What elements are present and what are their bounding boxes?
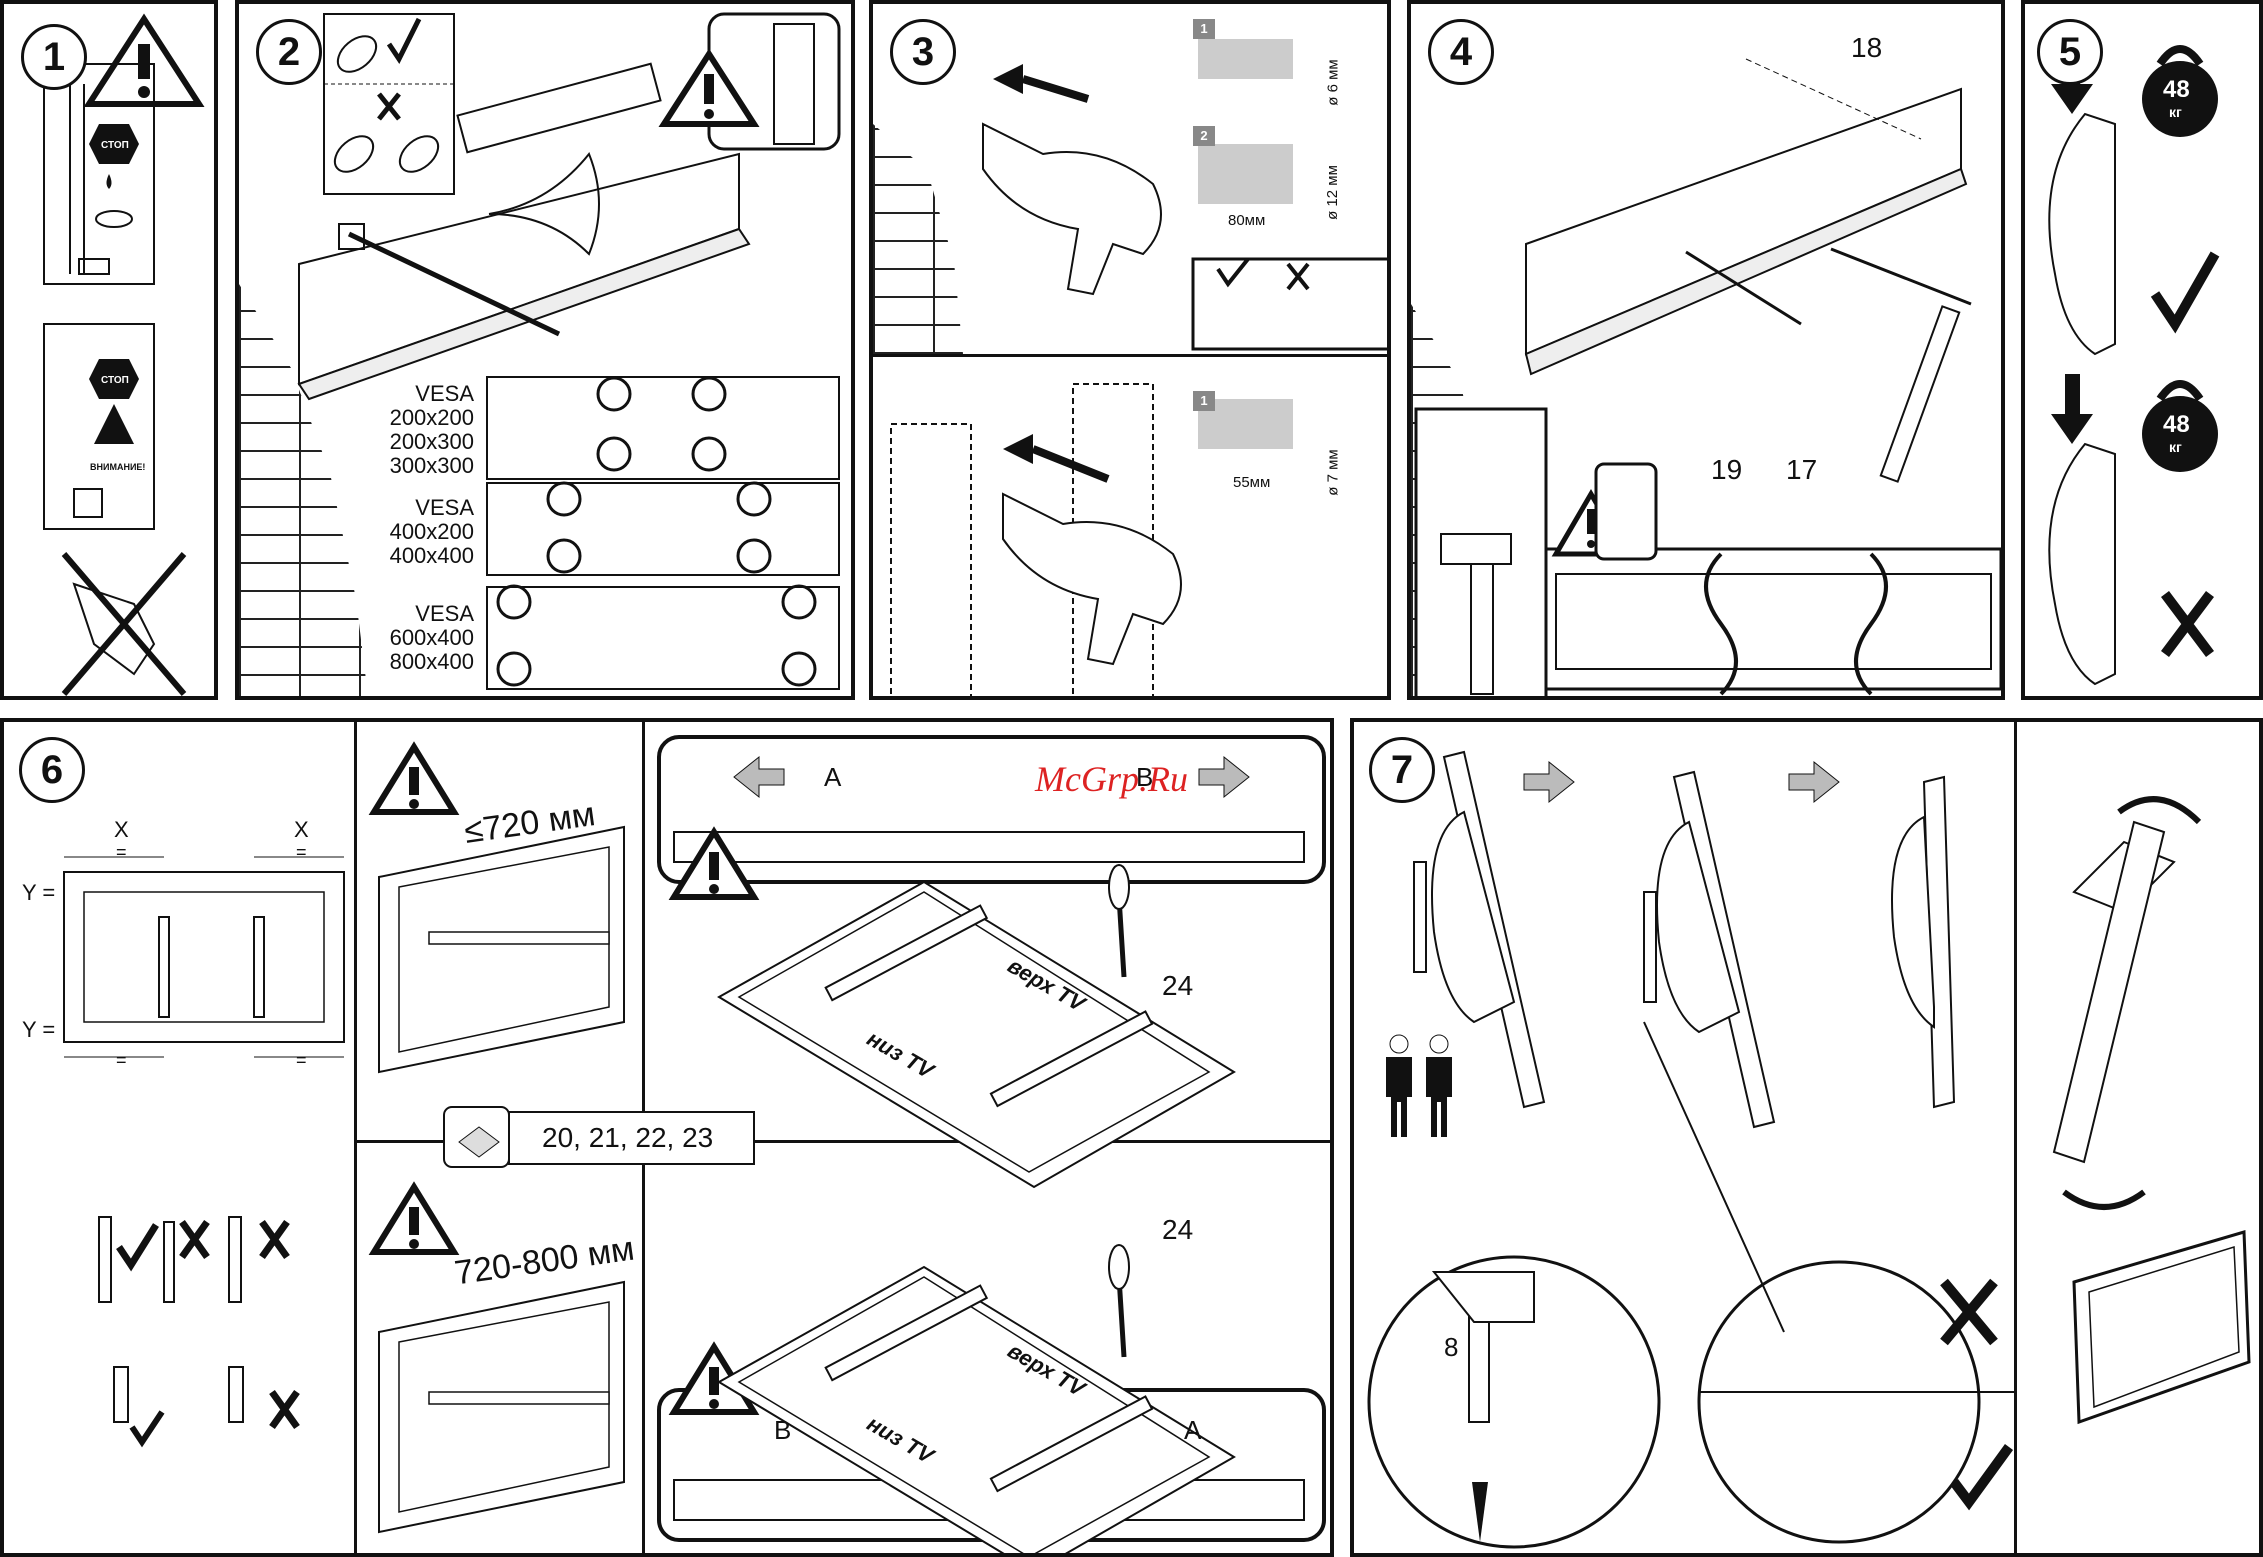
cross-icon — [182, 1222, 207, 1257]
check-icon — [119, 1225, 156, 1265]
vesa-title: VESA — [384, 602, 474, 626]
arrow-right-icon — [1524, 762, 1574, 802]
vesa-size: 300x300 — [384, 454, 474, 478]
arrow-down-icon — [2051, 374, 2093, 444]
drill-depth-1 — [1198, 39, 1293, 79]
vesa-size: 400x400 — [384, 544, 474, 568]
bracket-label-b-bottom: B — [774, 1415, 791, 1446]
weight-unit-bottom: кг — [2169, 439, 2182, 455]
bracket-label-a-top: A — [824, 762, 841, 793]
vesa-size: 600x400 — [384, 626, 474, 650]
part-number-24-bottom: 24 — [1162, 1214, 1193, 1246]
weight-value-top: 48 — [2163, 76, 2190, 104]
watermark: McGrp.Ru — [1035, 758, 1188, 800]
step-3-illustration — [873, 4, 1391, 700]
step-3-panel: 3 1 2 1 ø 6 мм ø 12 мм 80мм ø 7 мм 55мм — [869, 0, 1391, 700]
parts-list-label: 20, 21, 22, 23 — [542, 1122, 713, 1154]
warning-text: ВНИМАНИЕ! — [90, 462, 145, 472]
step-number: 7 — [1369, 737, 1435, 803]
step-7-illustration — [1354, 722, 2263, 1557]
vesa-size: 200x300 — [384, 430, 474, 454]
step-6-panel: 6 — [0, 718, 1334, 1557]
vesa-size: 800x400 — [384, 650, 474, 674]
cross-icon — [262, 1222, 287, 1257]
weight-unit-top: кг — [2169, 104, 2182, 120]
depth-label-2: 55мм — [1233, 474, 1270, 491]
vesa-group-2: VESA 400x200 400x400 — [384, 496, 474, 568]
cross-icon — [1944, 1282, 1994, 1342]
drill-step-badge-1: 1 — [1193, 19, 1215, 39]
vesa-title: VESA — [384, 382, 474, 406]
vesa-group-3: VESA 600x400 800x400 — [384, 602, 474, 674]
diameter-label-2: ø 12 мм — [1324, 165, 1341, 220]
part-number-17: 17 — [1786, 454, 1817, 486]
bracket-label-a-bottom: A — [1184, 1415, 1201, 1446]
equal-mark: = — [116, 842, 127, 863]
weight-value-bottom: 48 — [2163, 411, 2190, 439]
step-5-illustration — [2025, 4, 2263, 700]
part-number-19: 19 — [1711, 454, 1742, 486]
vesa-size: 400x200 — [384, 520, 474, 544]
depth-label-1: 80мм — [1228, 212, 1265, 229]
arrow-right-icon — [1789, 762, 1839, 802]
part-number-24-top: 24 — [1162, 970, 1193, 1002]
step-number: 5 — [2037, 19, 2103, 85]
check-icon — [132, 1412, 162, 1442]
part-number-18: 18 — [1851, 32, 1882, 64]
diameter-label-1: ø 6 мм — [1325, 59, 1342, 105]
drill-step-badge-2: 2 — [1193, 126, 1215, 146]
step-7-panel: 7 8 — [1350, 718, 2263, 1557]
equal-mark: = — [296, 842, 307, 863]
check-icon — [2155, 254, 2215, 324]
step-number: 4 — [1428, 19, 1494, 85]
y-label-bottom: Y = — [22, 1017, 55, 1043]
drill-step-badge-3: 1 — [1193, 391, 1215, 411]
step-1-panel: 1 СТОП СТОП ВНИМАНИЕ! — [0, 0, 218, 700]
step-5-panel: 5 48 кг 48 кг — [2021, 0, 2263, 700]
step-4-panel: 4 18 19 17 — [1407, 0, 2005, 700]
diameter-label-3: ø 7 мм — [1325, 449, 1342, 495]
vesa-group-1: VESA 200x200 200x300 300x300 — [384, 382, 474, 478]
step-number: 2 — [256, 19, 322, 85]
equal-mark: = — [116, 1050, 127, 1071]
stop-sign-2: СТОП — [101, 375, 129, 386]
step-2-panel: 2 VESA 200x200 — [235, 0, 855, 700]
vesa-title: VESA — [384, 496, 474, 520]
step-number: 6 — [19, 737, 85, 803]
step-4-illustration — [1411, 4, 2005, 700]
vesa-mounting-holes — [239, 4, 855, 700]
drill-depth-2 — [1198, 144, 1293, 204]
equal-mark: = — [296, 1050, 307, 1071]
x-label-right: X — [294, 817, 309, 843]
part-number-8: 8 — [1444, 1332, 1458, 1363]
cross-icon — [2165, 594, 2210, 654]
cross-icon — [272, 1392, 297, 1427]
step-number: 1 — [21, 24, 87, 90]
stop-sign-1: СТОП — [101, 140, 129, 151]
step-1-illustration — [4, 4, 218, 700]
y-label-top: Y = — [22, 880, 55, 906]
x-label-left: X — [114, 817, 129, 843]
step-number: 3 — [890, 19, 956, 85]
vesa-size: 200x200 — [384, 406, 474, 430]
